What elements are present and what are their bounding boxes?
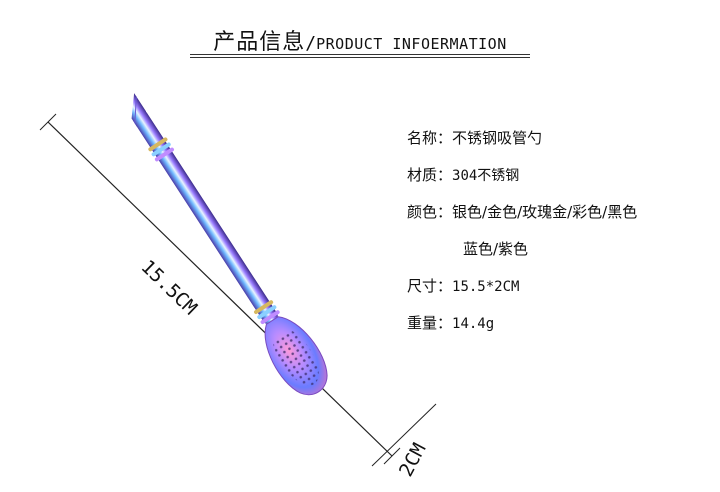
straw-tip-edge <box>134 96 137 124</box>
spec-row-name: 名称：不锈钢吸管勺 <box>407 126 637 163</box>
length-dimension-tick-end <box>383 447 401 465</box>
spec-value: 蓝色/紫色 <box>463 240 529 258</box>
straw-tube <box>132 110 278 325</box>
straw-ring-bottom-1 <box>254 300 274 314</box>
straw-ring-bottom-3 <box>260 310 280 325</box>
width-dimension-line <box>371 403 437 467</box>
spec-label: 颜色： <box>407 203 453 221</box>
spec-row-size: 尺寸：15.5*2CM <box>407 274 637 311</box>
spec-label: 材质： <box>407 166 453 184</box>
spec-value: 不锈钢吸管勺 <box>452 129 543 147</box>
length-dimension-tick-start <box>39 113 57 131</box>
spec-list: 名称：不锈钢吸管勺 材质：304不锈钢 颜色：银色/金色/玫瑰金/彩色/黑色 蓝… <box>407 126 637 348</box>
straw-ring-top-2 <box>151 142 171 157</box>
straw-ring-top-1 <box>148 137 168 152</box>
spoon-filter-holes <box>273 330 319 386</box>
length-dimension-line <box>47 121 393 457</box>
spec-label: 名称： <box>407 129 453 147</box>
spec-value: 304不锈钢 <box>452 168 520 184</box>
width-label: 2CM <box>395 440 431 481</box>
product-info-header: 产品信息/PRODUCT INFOERMATION <box>0 24 720 60</box>
spec-label: 尺寸： <box>407 277 453 295</box>
spec-row-color-continued: 蓝色/紫色 <box>407 237 637 274</box>
header-title-en: PRODUCT INFOERMATION <box>316 35 507 53</box>
spec-row-material: 材质：304不锈钢 <box>407 163 637 200</box>
spec-row-weight: 重量：14.4g <box>407 311 637 348</box>
header-title-cn: 产品信息 <box>213 30 306 55</box>
spec-value: 14.4g <box>452 316 495 332</box>
spec-value: 银色/金色/玫瑰金/彩色/黑色 <box>452 203 638 221</box>
header-separator: / <box>305 33 317 54</box>
straw-ring-bottom-2 <box>257 305 277 320</box>
straw-ring-top-3 <box>154 147 174 162</box>
header-underline <box>190 54 530 55</box>
spec-row-color: 颜色：银色/金色/玫瑰金/彩色/黑色 <box>407 200 637 237</box>
header-title: 产品信息/PRODUCT INFOERMATION <box>207 24 512 60</box>
straw-spoon <box>131 93 328 396</box>
spec-value: 15.5*2CM <box>452 279 520 295</box>
header-underline-2 <box>190 57 530 58</box>
spec-label: 重量： <box>407 314 453 332</box>
length-label: 15.5CM <box>137 256 202 320</box>
